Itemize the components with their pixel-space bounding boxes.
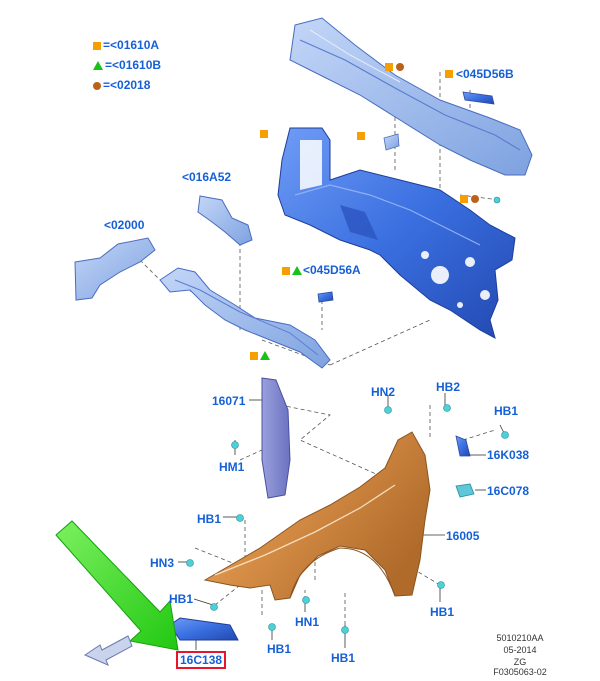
- label-hb1-bottom-a: HB1: [267, 642, 292, 656]
- dash-panel: [277, 127, 516, 339]
- fender-shield-16071: [261, 377, 291, 499]
- label-hm1: HM1: [219, 460, 245, 474]
- reference-date: 05-2014: [503, 645, 537, 655]
- label-045d56a: <045D56A: [303, 263, 361, 277]
- label-hb1-left: HB1: [169, 592, 194, 606]
- fender-16005: [203, 431, 431, 601]
- part-16c138: [169, 617, 239, 641]
- reference-code: 5010210AA: [496, 633, 544, 643]
- label-hn3: HN3: [150, 556, 175, 570]
- apron-rail: [159, 267, 331, 369]
- legend-row-01610b: =<01610B: [93, 57, 161, 73]
- label-hb1-bottom-b: HB1: [331, 651, 356, 665]
- bracket-02000: [74, 237, 156, 301]
- label-hb1-fender-top: HB1: [197, 512, 222, 526]
- label-hn2: HN2: [371, 385, 396, 399]
- legend-row-01610a: =<01610A: [93, 37, 159, 53]
- label-hn1: HN1: [295, 615, 320, 629]
- label-16k038: 16K038: [487, 448, 530, 462]
- label-045d56b: <045D56B: [456, 67, 514, 81]
- fasteners: [186, 196, 509, 634]
- green-triangle-icon: [93, 61, 103, 71]
- legend-row-02018: =<02018: [93, 77, 150, 93]
- label-02000: <02000: [104, 218, 145, 232]
- bracket-016a52: [197, 195, 253, 246]
- label-hb1-top-right: HB1: [494, 404, 519, 418]
- reference-zg: ZG: [513, 657, 527, 667]
- label-16c138: 16C138: [180, 653, 223, 667]
- diagram-callout-symbols: [250, 63, 479, 360]
- label-016a52: <016A52: [182, 170, 232, 184]
- bracket-045d56b: [462, 91, 495, 105]
- highlight-box-16c138: [176, 651, 226, 669]
- label-16071: 16071: [212, 394, 246, 408]
- label-16005: 16005: [446, 529, 480, 543]
- label-hb2: HB2: [436, 380, 461, 394]
- pointer-arrow-icon: [55, 520, 179, 651]
- orange-square-icon: [93, 41, 101, 50]
- reference-figure-id: F0305063-02: [493, 667, 547, 676]
- label-16c078: 16C078: [487, 484, 530, 498]
- brown-dot-icon: [93, 81, 101, 90]
- label-hb1-bottom-right: HB1: [430, 605, 455, 619]
- front-direction-arrow-icon: [83, 635, 133, 666]
